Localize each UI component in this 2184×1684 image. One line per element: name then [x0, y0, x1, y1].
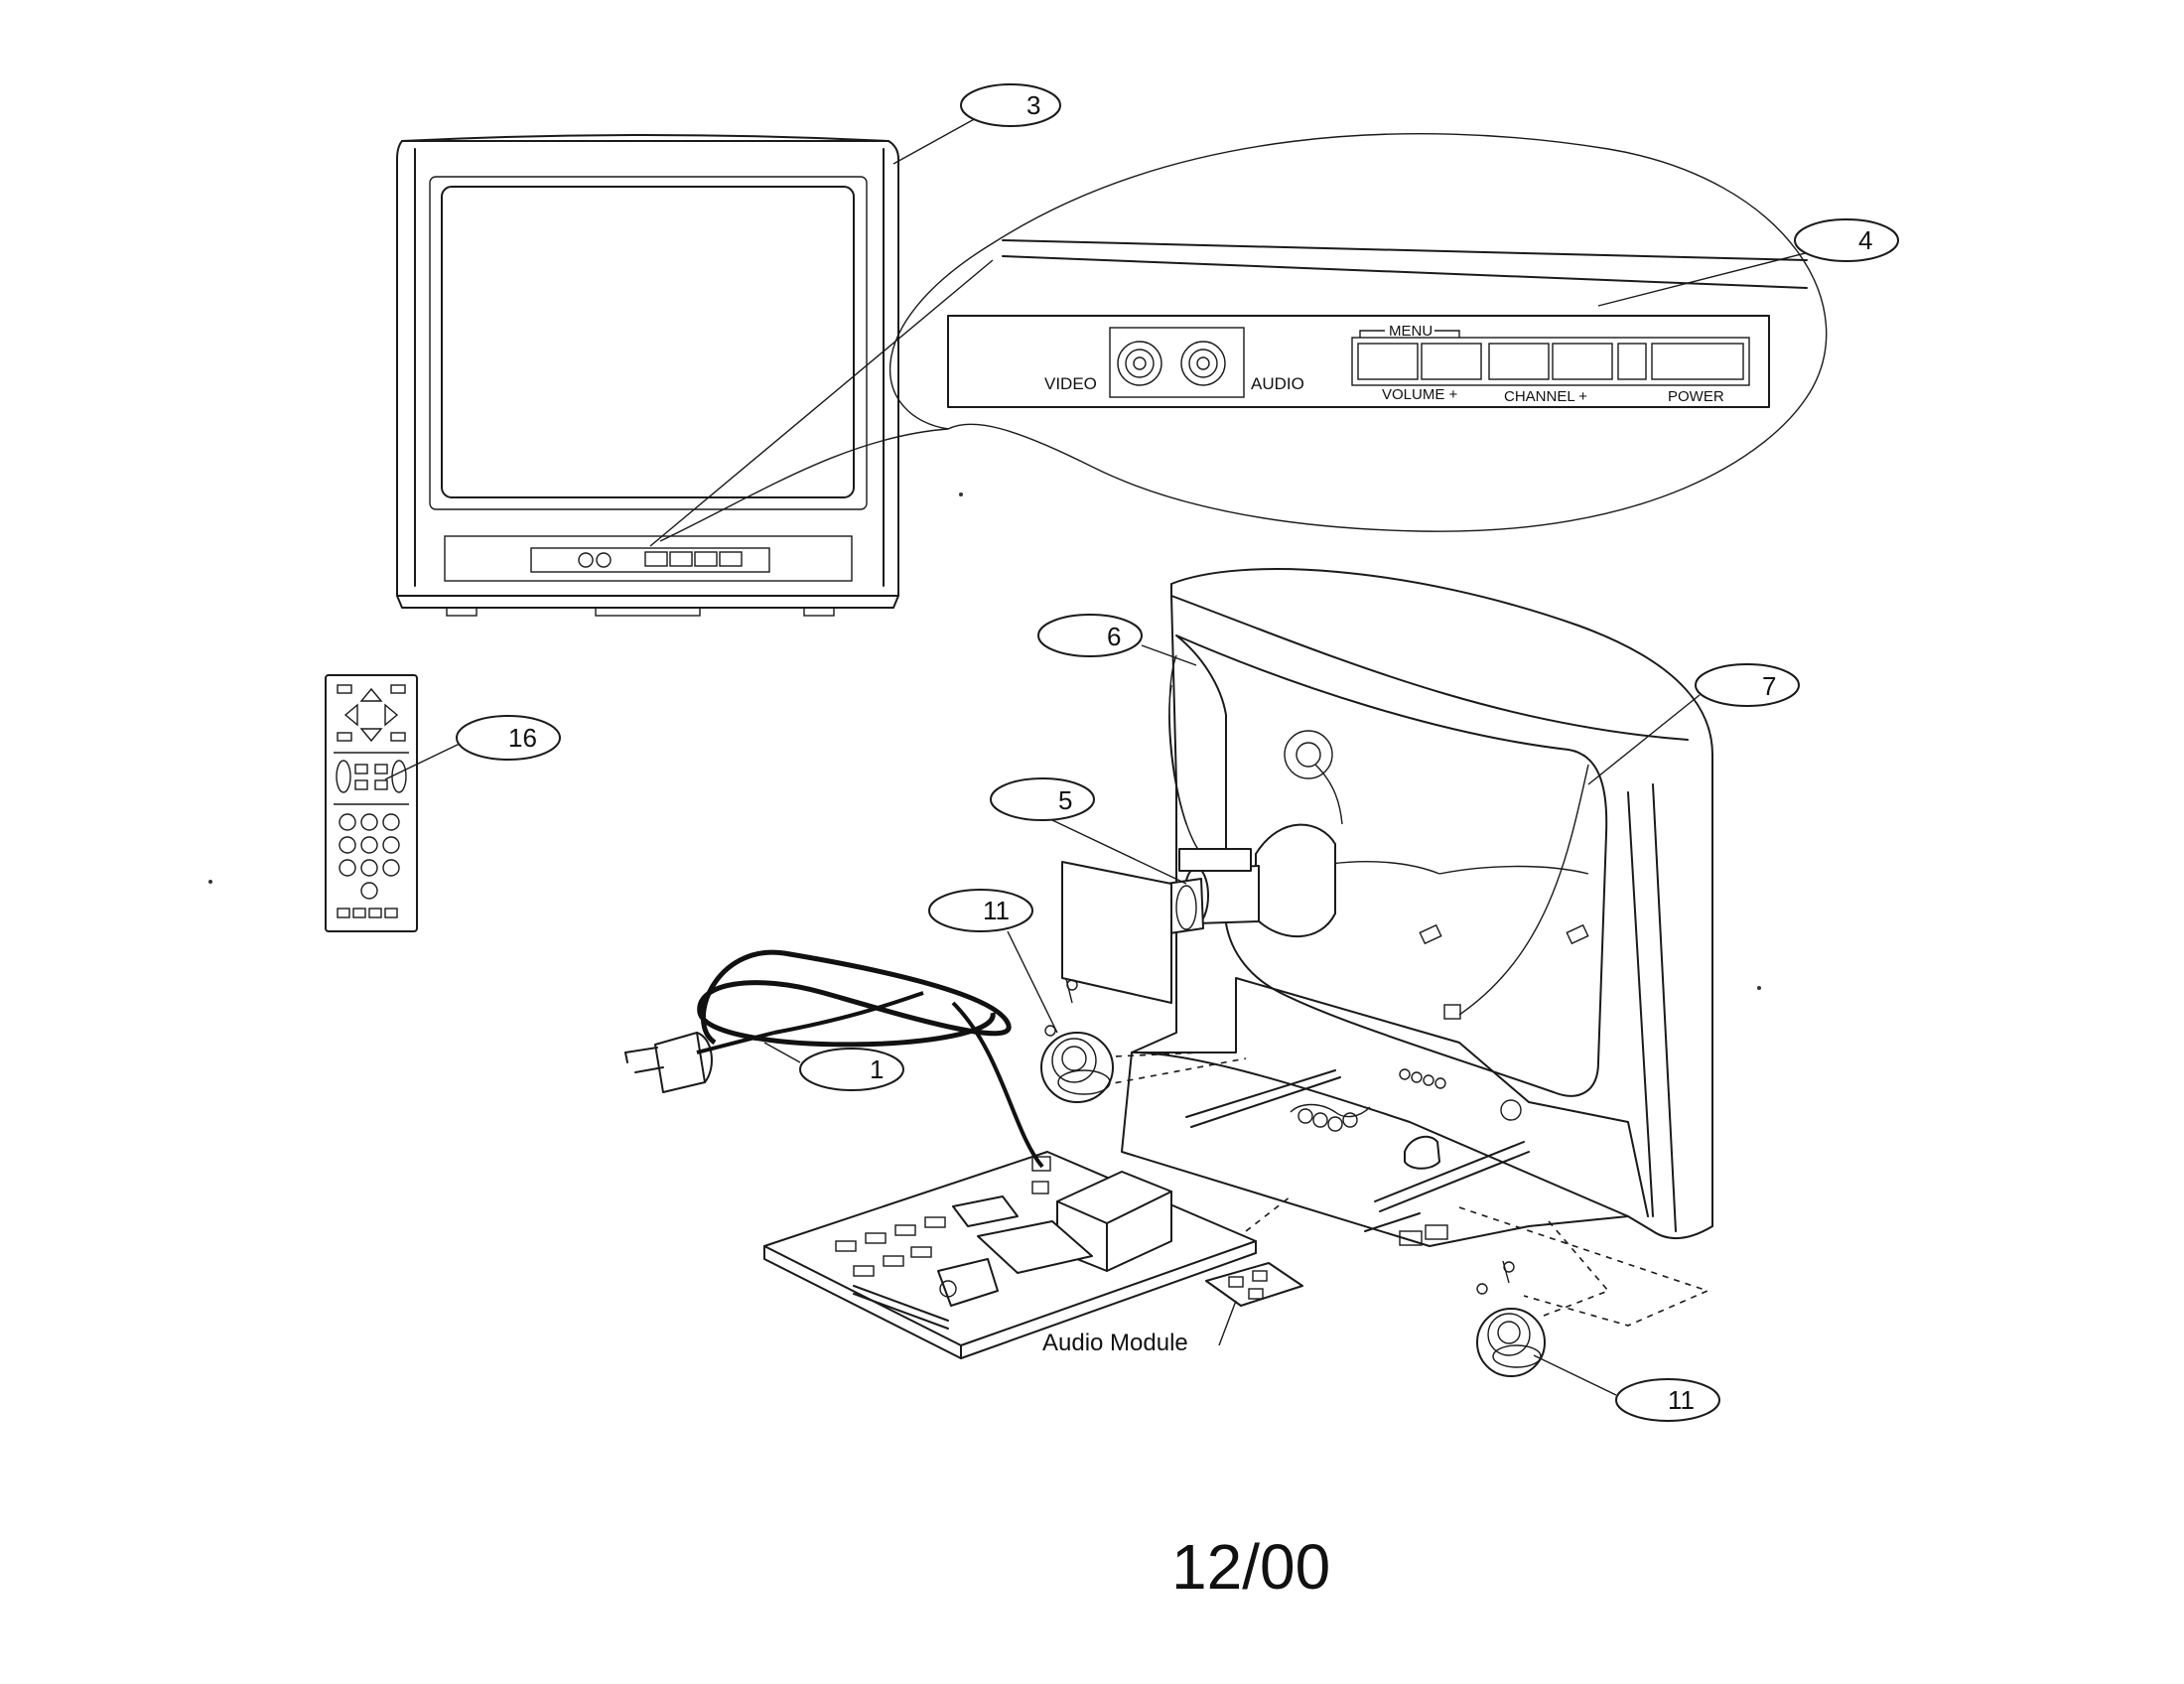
callout-5: 5 — [990, 777, 1095, 821]
video-input-jack — [1117, 341, 1162, 386]
channel-label: CHANNEL + — [1504, 388, 1587, 405]
svg-text:5: 5 — [1058, 785, 1072, 815]
tv-screen — [441, 186, 855, 498]
date-code: 12/00 — [1171, 1531, 1330, 1603]
volume-minus-button — [1357, 343, 1419, 380]
svg-text:7: 7 — [1762, 671, 1776, 701]
video-label: VIDEO — [1044, 374, 1097, 393]
callout-6: 6 — [1037, 614, 1143, 657]
channel-minus-button — [1488, 343, 1550, 380]
channel-plus-button — [1552, 343, 1613, 380]
audio-label: AUDIO — [1251, 374, 1304, 393]
callout-7: 7 — [1695, 663, 1800, 707]
callout-16: 16 — [456, 715, 561, 761]
control-panel-magnified: VIDEO AUDIO MENU VOLUME + CHANNEL + POWE… — [888, 132, 1828, 532]
svg-text:11: 11 — [1668, 1385, 1695, 1415]
speaker-right — [1476, 1260, 1546, 1377]
audio-module-label: Audio Module — [1042, 1330, 1188, 1356]
callout-1: 1 — [799, 1048, 904, 1091]
crt-socket-board — [1061, 861, 1172, 1004]
tv-front-cabinet — [396, 134, 899, 617]
chassis-base — [1121, 977, 1649, 1247]
audio-input-jack — [1180, 341, 1226, 386]
indicator-light — [1617, 343, 1647, 380]
svg-text:6: 6 — [1107, 622, 1121, 651]
svg-text:11: 11 — [983, 896, 1010, 925]
main-circuit-board — [763, 1151, 1257, 1359]
tv-front-control-strip — [444, 535, 853, 582]
menu-label: MENU — [1389, 323, 1433, 340]
callout-3: 3 — [960, 83, 1061, 127]
callout-4: 4 — [1794, 218, 1899, 262]
crt-neck-yoke — [1165, 823, 1336, 938]
svg-text:16: 16 — [508, 723, 537, 753]
audio-module — [1205, 1262, 1303, 1307]
power-cord — [624, 949, 1044, 1169]
remote-control — [325, 674, 418, 932]
callout-11-left: 11 — [928, 889, 1033, 932]
speaker-left — [1040, 978, 1114, 1103]
power-label: POWER — [1668, 388, 1724, 405]
volume-plus-button — [1421, 343, 1482, 380]
svg-text:1: 1 — [870, 1054, 884, 1084]
anode-cap — [1284, 730, 1333, 779]
volume-label: VOLUME + — [1382, 386, 1458, 403]
power-button — [1651, 343, 1744, 380]
callout-11-right: 11 — [1615, 1378, 1720, 1422]
svg-text:4: 4 — [1858, 225, 1872, 255]
svg-text:3: 3 — [1026, 90, 1040, 120]
